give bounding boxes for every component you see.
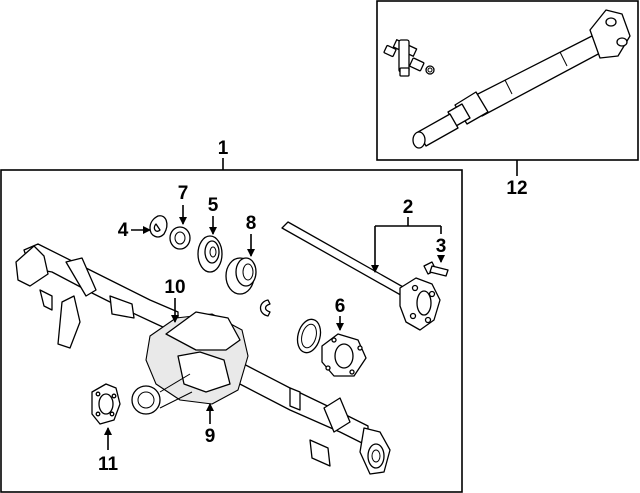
o-ring — [296, 318, 322, 354]
snap-ring — [149, 215, 168, 238]
callout-1: 1 — [218, 138, 229, 159]
callout-7: 7 — [178, 183, 189, 204]
u-joint-cross — [383, 39, 435, 77]
c-clip — [259, 299, 271, 317]
callout-12: 12 — [506, 178, 527, 199]
axle-seal — [169, 226, 191, 250]
axle-housing — [15, 243, 391, 475]
callout-10: 10 — [164, 277, 185, 298]
driveshaft-inset-box — [376, 0, 639, 161]
differential-carrier — [131, 311, 249, 415]
wheel-stud — [423, 261, 449, 277]
callout-9: 9 — [205, 426, 216, 447]
callout-8: 8 — [246, 213, 257, 234]
callout-6: 6 — [335, 296, 346, 317]
pinion-flange — [91, 383, 121, 425]
callout-2: 2 — [403, 197, 414, 218]
rear-axle-assembly-box — [0, 169, 463, 493]
callout-4: 4 — [118, 220, 129, 241]
callout-3: 3 — [436, 236, 447, 257]
axle-shaft — [281, 221, 441, 331]
callout-5: 5 — [208, 195, 219, 216]
pinion-bearing — [225, 257, 257, 295]
bearing-retainer-plate — [321, 333, 367, 377]
axle-bearing — [197, 235, 223, 273]
callout-11: 11 — [98, 454, 119, 475]
leader-lines — [104, 158, 518, 450]
drive-shaft — [412, 9, 631, 149]
